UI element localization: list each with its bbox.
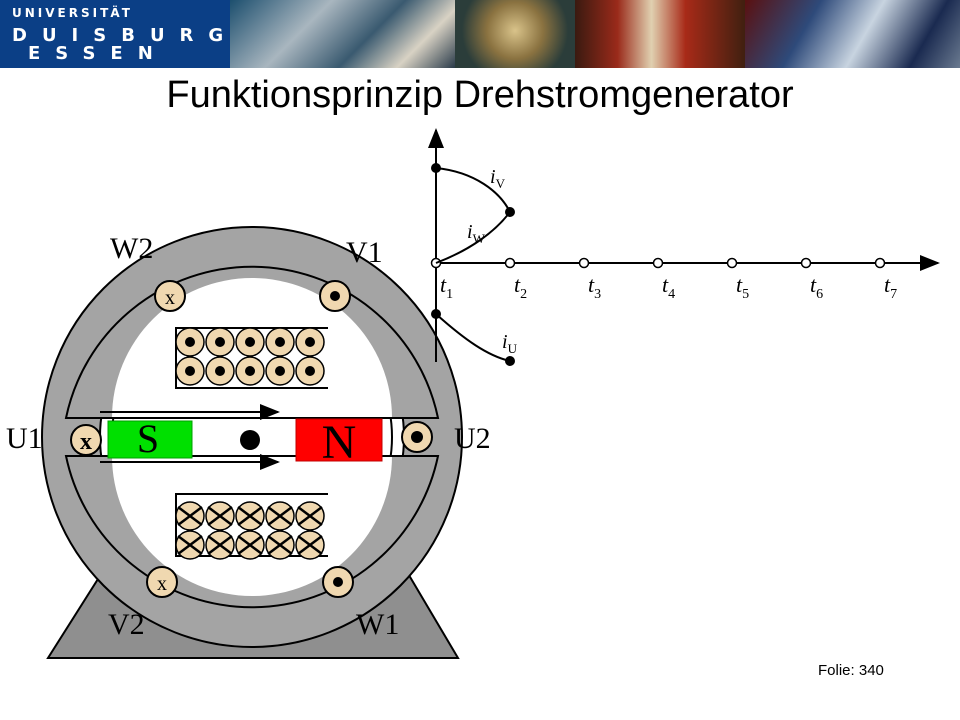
conductor-v2: x: [146, 566, 178, 598]
lower-coil-cross: [175, 501, 205, 531]
conductor-u2: [401, 421, 433, 453]
lower-coil-cross: [205, 501, 235, 531]
time-tick: [578, 257, 590, 269]
terminal-w2-label: W2: [110, 232, 153, 265]
time-label: t3: [588, 272, 601, 302]
lower-coil-cross: [265, 530, 295, 560]
upper-coil-dot: [205, 327, 235, 357]
upper-coil-group: [175, 327, 325, 386]
label-iu: iU: [502, 331, 518, 356]
header-photo-2: [455, 0, 575, 68]
curve-iw: [435, 211, 511, 264]
upper-coil-dot: [265, 356, 295, 386]
time-tick: [652, 257, 664, 269]
time-label: t5: [736, 272, 749, 302]
lower-coil-cross: [205, 530, 235, 560]
upper-coil-dot: [235, 327, 265, 357]
lower-coil-group: [175, 501, 325, 560]
time-label: t1: [440, 272, 453, 302]
label-iw: iW: [467, 221, 486, 246]
curve-iu: [435, 313, 511, 362]
upper-coil-dot: [265, 327, 295, 357]
university-logo: UNIVERSITÄT DUISBURG ESSEN: [0, 0, 230, 68]
terminal-u1-label: U1: [6, 422, 43, 455]
lower-coil-cross: [175, 530, 205, 560]
upper-coil-dot: [175, 327, 205, 357]
time-tick: [504, 257, 516, 269]
conductor-w2: x: [154, 280, 186, 312]
time-label: t7: [884, 272, 897, 302]
south-pole-label: S: [137, 416, 159, 461]
conductor-u1: x: [70, 424, 102, 456]
upper-coil-dot: [295, 356, 325, 386]
terminal-v1-label: V1: [346, 236, 383, 269]
conductor-v1: [319, 280, 351, 312]
logo-line-1: UNIVERSITÄT: [12, 6, 133, 20]
page-title: Funktionsprinzip Drehstromgenerator: [166, 74, 794, 116]
rotor-south-pole: [107, 420, 193, 459]
header-photo-1: [230, 0, 455, 68]
upper-coil-dot: [295, 327, 325, 357]
lower-coil-cross: [235, 501, 265, 531]
terminal-u2-label: U2: [454, 422, 491, 455]
logo-line-2: DUISBURG: [12, 25, 239, 46]
north-pole-label: N: [322, 416, 357, 469]
header-banner: UNIVERSITÄT DUISBURG ESSEN: [0, 0, 960, 68]
slide-number: Folie: 340: [818, 662, 884, 679]
terminal-w1-label: W1: [356, 608, 399, 641]
logo-line-3: ESSEN: [28, 43, 168, 64]
header-photo-3: [575, 0, 745, 68]
curve-iv: [435, 167, 511, 213]
svg-text:x: x: [157, 573, 167, 595]
upper-coil-dot: [175, 356, 205, 386]
time-label: t2: [514, 272, 527, 302]
lower-coil-cross: [295, 501, 325, 531]
time-tick: [874, 257, 886, 269]
time-label: t4: [662, 272, 675, 302]
svg-text:x: x: [80, 429, 92, 455]
rotor-north-pole: [295, 418, 383, 462]
time-label: t6: [810, 272, 823, 302]
lower-coil-cross: [235, 530, 265, 560]
rotor-shaft: [240, 430, 260, 450]
lower-coil-cross: [295, 530, 325, 560]
conductor-w1: [322, 566, 354, 598]
upper-coil-dot: [205, 356, 235, 386]
time-tick: [800, 257, 812, 269]
time-tick: [726, 257, 738, 269]
svg-text:x: x: [165, 287, 175, 309]
label-iv: iV: [490, 166, 506, 191]
terminal-v2-label: V2: [108, 608, 145, 641]
header-photo-4: [745, 0, 960, 68]
lower-coil-cross: [265, 501, 295, 531]
upper-coil-dot: [235, 356, 265, 386]
